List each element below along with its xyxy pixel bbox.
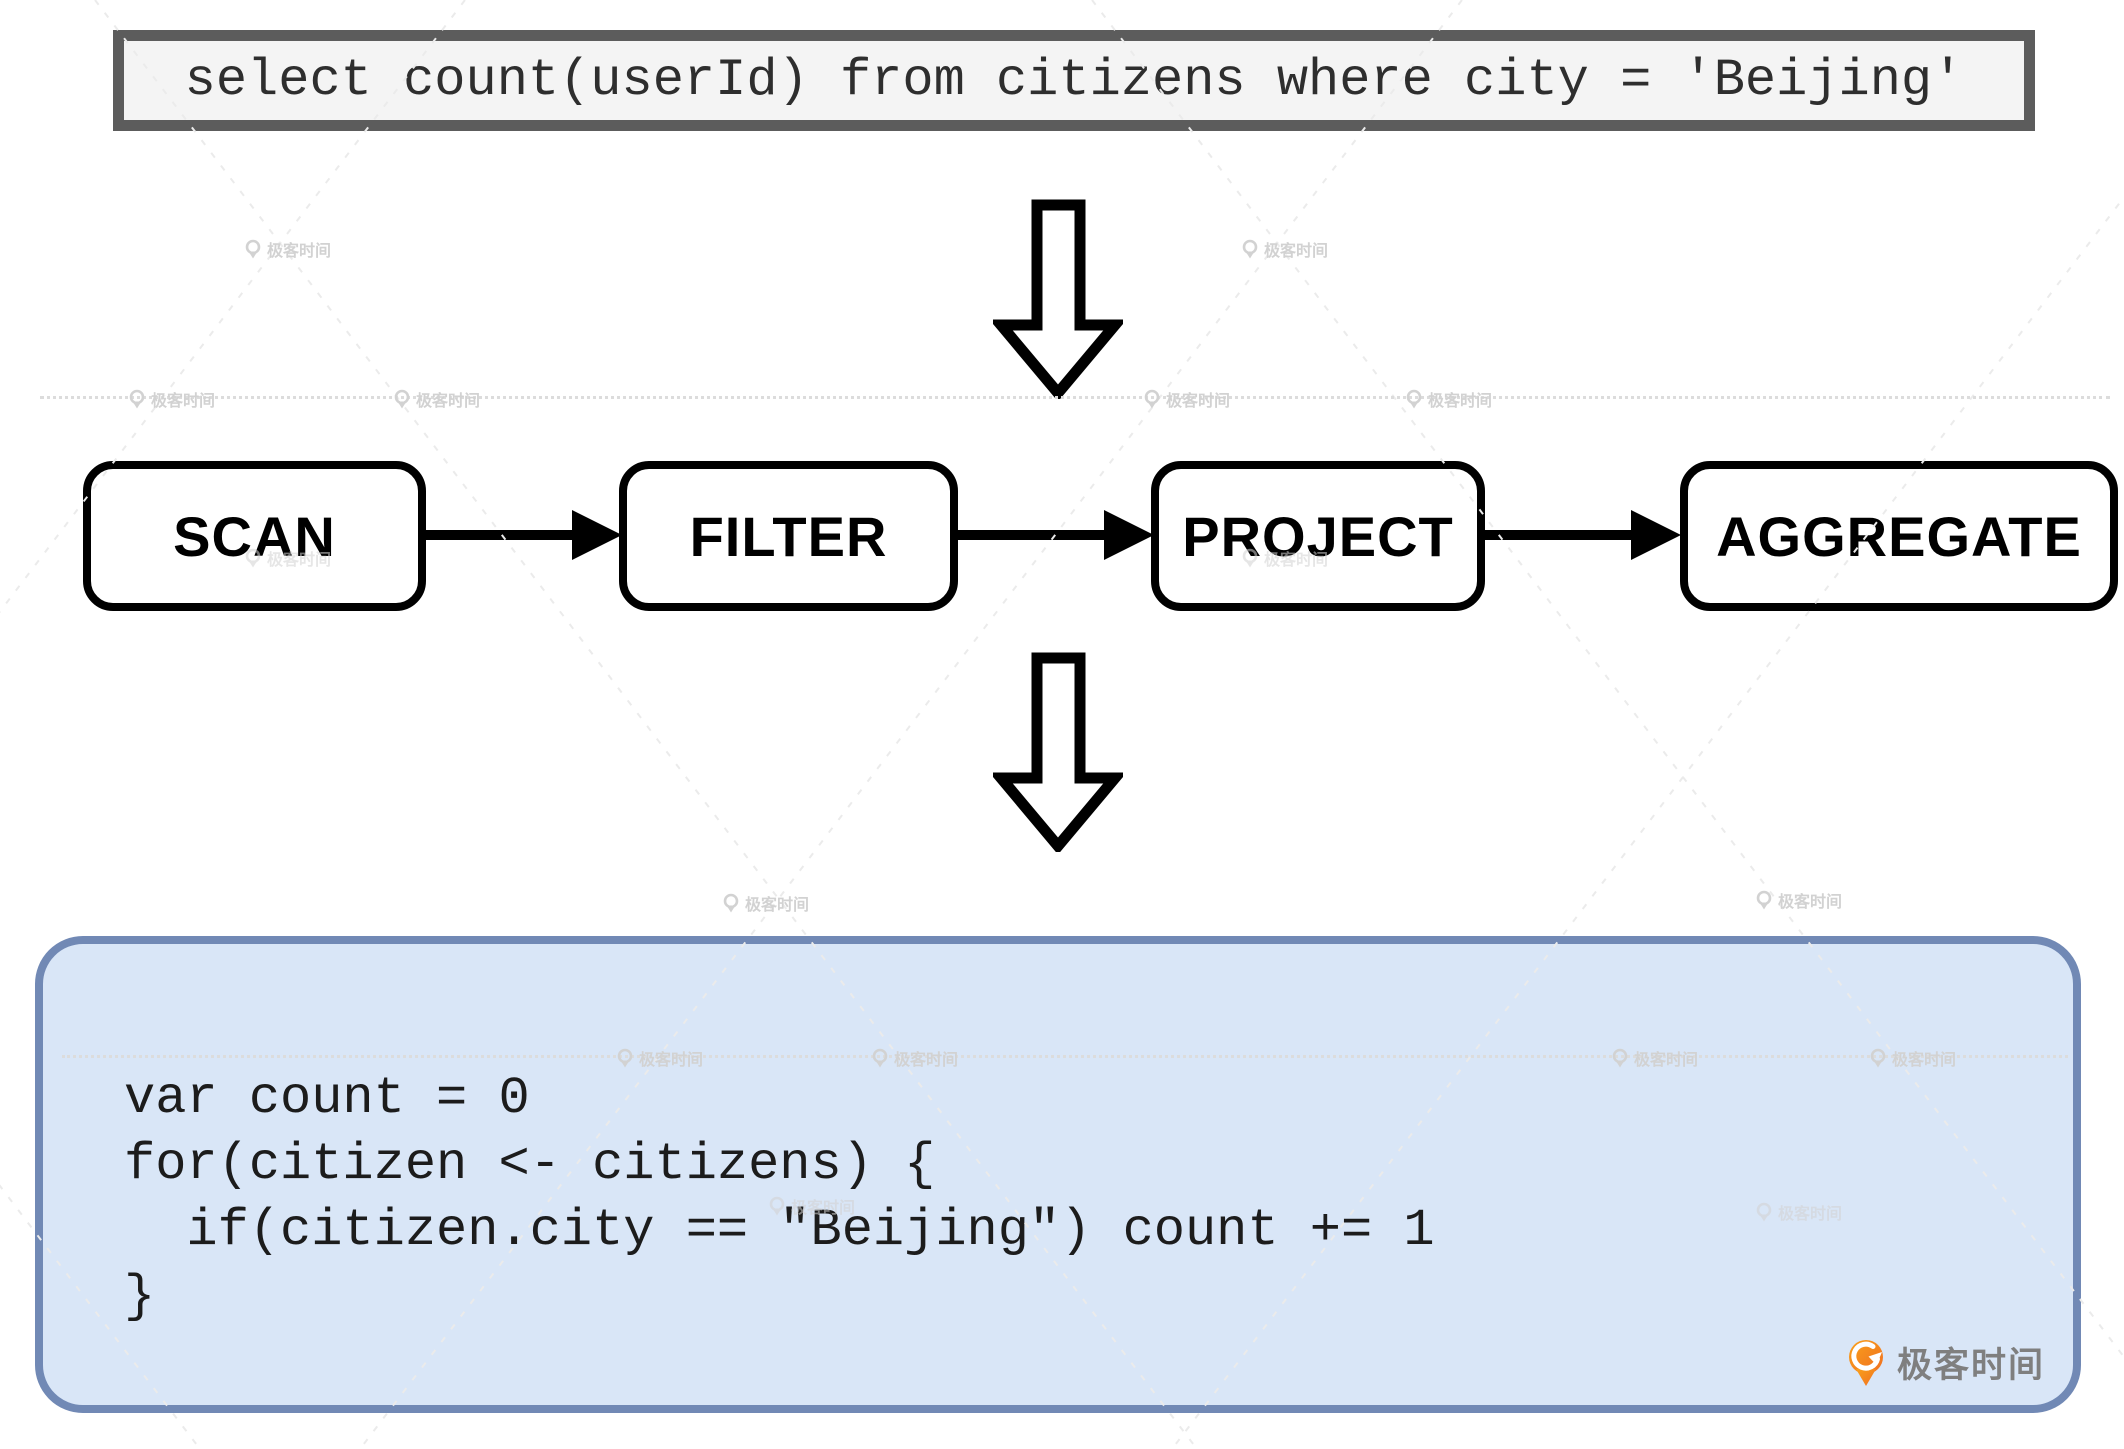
watermark-text: 极客时间 <box>1264 552 1329 569</box>
geektime-brand-logo: 极客时间 <box>1845 1337 2045 1388</box>
geektime-pin-icon <box>245 239 261 258</box>
right-arrow-icon <box>424 510 622 560</box>
watermark-text: 极客时间 <box>1634 1052 1699 1069</box>
watermark-logo: 极客时间 <box>1611 1046 1698 1070</box>
watermark-logo: 极客时间 <box>1755 888 1842 912</box>
watermark-text: 极客时间 <box>1778 1206 1843 1223</box>
geektime-pin-icon <box>1870 1048 1886 1067</box>
watermark-logo: 极客时间 <box>244 546 331 570</box>
watermark-logo: 极客时间 <box>1143 387 1230 411</box>
watermark-logo: 极客时间 <box>1869 1046 1956 1070</box>
watermark-text: 极客时间 <box>1892 1052 1957 1069</box>
watermark-text: 极客时间 <box>1264 243 1329 260</box>
watermark-text: 极客时间 <box>1166 393 1231 410</box>
watermark-text: 极客时间 <box>1428 393 1493 410</box>
geektime-pin-icon <box>1612 1048 1628 1067</box>
watermark-logo: 极客时间 <box>616 1046 703 1070</box>
watermark-logo: 极客时间 <box>244 237 331 261</box>
watermark-text: 极客时间 <box>267 552 332 569</box>
watermark-logo: 极客时间 <box>128 387 215 411</box>
geektime-pin-icon <box>245 548 261 567</box>
down-arrow-icon <box>993 199 1123 399</box>
pipeline-stage-project: PROJECT <box>1151 461 1485 611</box>
right-arrow-icon <box>956 510 1154 560</box>
geektime-pin-icon <box>1756 1202 1772 1221</box>
pipeline-stage-scan: SCAN <box>83 461 426 611</box>
geektime-pin-icon <box>723 893 739 912</box>
watermark-text: 极客时间 <box>791 1200 856 1217</box>
watermark-dotted-line <box>62 1055 2068 1058</box>
watermark-logo: 极客时间 <box>1405 387 1492 411</box>
geektime-orange-pin-icon <box>1849 1339 1883 1386</box>
watermark-text: 极客时间 <box>267 243 332 260</box>
stage-label: FILTER <box>689 504 888 568</box>
geektime-pin-icon <box>1144 389 1160 408</box>
geektime-pin-icon <box>1242 239 1258 258</box>
geektime-pin-icon <box>394 389 410 408</box>
watermark-logo: 极客时间 <box>393 387 480 411</box>
watermark-logo: 极客时间 <box>871 1046 958 1070</box>
down-arrow-icon <box>993 652 1123 852</box>
geektime-pin-icon <box>129 389 145 408</box>
geektime-pin-icon <box>872 1048 888 1067</box>
geektime-pin-icon <box>1242 548 1258 567</box>
watermark-text: 极客时间 <box>894 1052 959 1069</box>
right-arrow-icon <box>1483 510 1681 560</box>
watermark-text: 极客时间 <box>1778 894 1843 911</box>
watermark-text: 极客时间 <box>416 393 481 410</box>
watermark-logo: 极客时间 <box>1755 1200 1842 1224</box>
watermark-logo: 极客时间 <box>1241 237 1328 261</box>
stage-label: AGGREGATE <box>1716 504 2082 568</box>
pipeline-stage-aggregate: AGGREGATE <box>1680 461 2118 611</box>
pipeline-stage-filter: FILTER <box>619 461 958 611</box>
watermark-logo: 极客时间 <box>1241 546 1328 570</box>
watermark-dotted-line <box>40 396 2110 399</box>
watermark-logo: 极客时间 <box>768 1194 855 1218</box>
geektime-pin-icon <box>617 1048 633 1067</box>
watermark-text: 极客时间 <box>745 897 810 914</box>
watermark-text: 极客时间 <box>151 393 216 410</box>
sql-query-box: select count(userId) from citizens where… <box>113 30 2035 131</box>
geektime-pin-icon <box>1756 890 1772 909</box>
watermark-text: 极客时间 <box>639 1052 704 1069</box>
sql-query-text: select count(userId) from citizens where… <box>184 51 1964 110</box>
geektime-pin-icon <box>1406 389 1422 408</box>
watermark-logo: 极客时间 <box>722 891 809 915</box>
brand-text: 极客时间 <box>1897 1346 2046 1385</box>
geektime-pin-icon <box>769 1196 785 1215</box>
